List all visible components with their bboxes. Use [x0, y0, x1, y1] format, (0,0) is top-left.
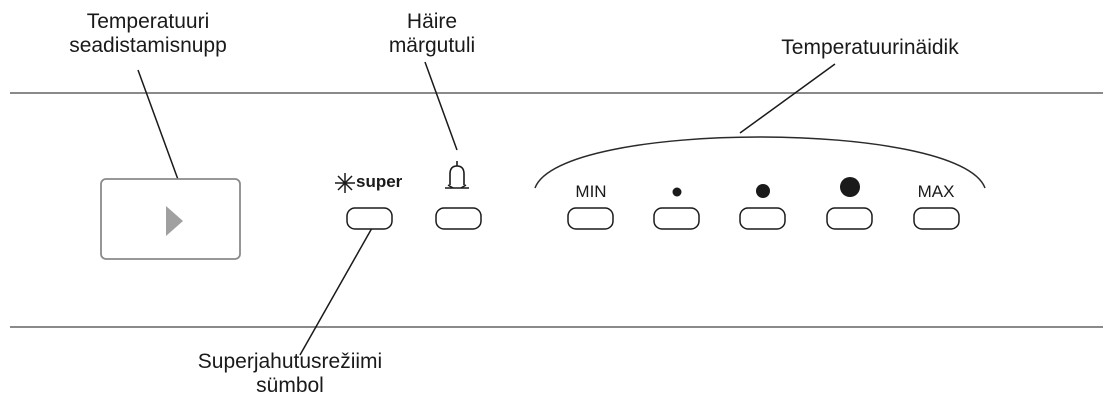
callout-supercool-line1: Superjahutusrežiimi: [197, 350, 383, 373]
panel-top-line: [10, 92, 1103, 94]
supercool-button[interactable]: [346, 207, 393, 230]
callout-supercool-symbol: Superjahutusrežiimi sümbol: [160, 350, 420, 398]
play-triangle-icon: [166, 206, 183, 236]
super-label: super: [356, 172, 403, 191]
callout-alarm-line1: Häire: [406, 10, 458, 33]
indicator-level2-led: [653, 207, 700, 230]
snowflake-icon: [335, 173, 355, 193]
dot-small-icon: [672, 187, 682, 197]
bell-icon: [445, 161, 469, 189]
min-label: MIN: [575, 182, 607, 201]
callout-temp-indicator-line1: Temperatuurinäidik: [781, 36, 959, 59]
leader-indicator: [739, 63, 836, 134]
callout-alarm-line2: märgutuli: [388, 34, 476, 57]
indicator-level3-led: [739, 207, 786, 230]
leader-alarm: [424, 61, 458, 151]
callout-temp-button-line2: seadistamisnupp: [69, 34, 227, 57]
callout-temp-indicator: Temperatuurinäidik: [740, 36, 1000, 60]
indicator-min-led: [567, 207, 614, 230]
callout-supercool-line2: sümbol: [256, 374, 324, 397]
indicator-arc: [534, 136, 986, 189]
indicator-level4-led: [826, 207, 873, 230]
dot-large-icon: [840, 177, 860, 197]
max-label: MAX: [917, 182, 955, 201]
alarm-button[interactable]: [435, 207, 482, 230]
callout-alarm-light: Häire märgutuli: [362, 10, 502, 58]
indicator-max-led: [913, 207, 960, 230]
callout-temp-button: Temperatuuri seadistamisnupp: [38, 10, 258, 58]
leader-temp-button: [137, 69, 181, 186]
dot-medium-icon: [756, 184, 770, 198]
leader-supercool: [299, 227, 373, 356]
callout-temp-button-line1: Temperatuuri: [86, 10, 210, 33]
panel-bottom-line: [10, 326, 1103, 328]
